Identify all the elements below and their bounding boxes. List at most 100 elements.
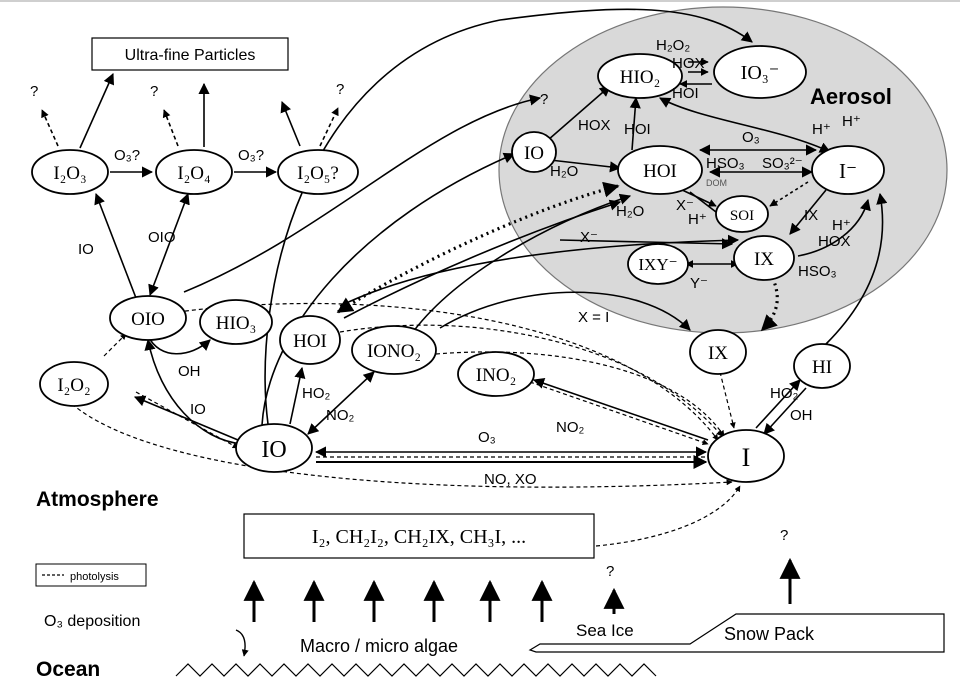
sources-box xyxy=(243,513,595,559)
a-label-o3: O₃ xyxy=(742,129,760,146)
snow-pack-label: Snow Pack xyxy=(724,624,815,644)
a-label-h2o-io: H₂O xyxy=(550,163,578,180)
node-soi xyxy=(715,195,769,233)
node-i2o3 xyxy=(31,149,109,195)
a-io-hoi xyxy=(549,159,622,173)
a-label-hoi-mid: HOI xyxy=(624,121,651,138)
ph-i2o2-i xyxy=(71,403,733,488)
a-label-xm-left: X⁻ xyxy=(580,229,598,246)
label-no-xo: NO, XO xyxy=(484,471,537,488)
a-label-ix: IX xyxy=(804,207,818,224)
label-io-side: IO xyxy=(78,241,94,258)
label-i2o2: I₂O₂ xyxy=(57,375,90,396)
a-label-ym: Y⁻ xyxy=(690,275,708,292)
label-ixy: IXY⁻ xyxy=(638,255,677,274)
node-io3m xyxy=(713,45,807,99)
label-q-snow: ? xyxy=(780,527,788,544)
a-label-hox-r: HOX xyxy=(818,233,851,250)
label-o3q2: O₃? xyxy=(238,147,264,164)
label-q2: ? xyxy=(150,83,158,100)
label-io3m: IO₃⁻ xyxy=(741,62,780,84)
arrow-oio-i2o3 xyxy=(94,192,137,299)
label-ix-aer: IX xyxy=(754,249,774,270)
label-io: IO xyxy=(261,437,286,463)
ph-hoi-i xyxy=(339,324,723,437)
arrow-io-oio xyxy=(144,338,243,445)
legend-box xyxy=(35,563,147,587)
node-oio xyxy=(109,295,187,341)
a-label-hp-low: H⁺ xyxy=(688,211,707,228)
node-ix-gas xyxy=(689,329,747,375)
a-label-hso3: HSO₃ xyxy=(706,155,745,172)
node-i2o5 xyxy=(277,149,359,195)
label-hi: HI xyxy=(812,357,832,378)
arrow-hi-im xyxy=(825,192,888,345)
a-label-hox-top: HOX xyxy=(672,55,705,72)
arrow-hi-i xyxy=(763,387,807,435)
a-ix-im xyxy=(797,198,871,257)
o3-deposition-arrow xyxy=(235,629,249,657)
label-o3-main: O₃ xyxy=(478,429,496,446)
node-iono2 xyxy=(351,325,437,375)
ultrafine-label: Ultra-fine Particles xyxy=(125,47,256,64)
emission-arrows xyxy=(243,557,801,622)
snow-pack-shape xyxy=(528,613,945,653)
arrow-io-iono2 xyxy=(307,371,375,435)
aerosol-title: Aerosol xyxy=(810,84,892,109)
label-q-ice: ? xyxy=(606,563,614,580)
label-io-aer: IO xyxy=(524,143,544,164)
node-io xyxy=(235,423,313,473)
a-label-h2o2: H₂O₂ xyxy=(656,37,690,54)
label-ino2: INO₂ xyxy=(476,365,516,386)
label-i2o5: I₂O₅? xyxy=(297,163,339,184)
label-q1: ? xyxy=(30,83,38,100)
node-hi xyxy=(793,343,851,389)
a-hoi-hio2 xyxy=(629,96,641,151)
ultrafine-box xyxy=(91,37,289,71)
arrow-i2o5-q xyxy=(319,107,339,147)
a-io-hio2 xyxy=(547,85,611,141)
atmosphere-title: Atmosphere xyxy=(36,488,159,511)
a-label-h2o-low: H₂O xyxy=(616,203,644,220)
ocean-title: Ocean xyxy=(36,658,100,681)
label-q-aer: ? xyxy=(540,91,548,108)
arrow-i-hi xyxy=(755,379,801,429)
a-im-ix xyxy=(789,189,827,235)
ph-i2o2-oio xyxy=(103,333,127,357)
a-hio2-im xyxy=(659,97,832,153)
a-x-ix xyxy=(559,238,734,250)
arrow-i-ino2 xyxy=(532,377,709,441)
ph-sources-i xyxy=(595,485,741,547)
a-label-hp2: H⁺ xyxy=(842,113,861,130)
arrow-io-i2o2 xyxy=(133,395,239,441)
a-label-dom: DOM xyxy=(706,178,727,188)
label-io-i2o2: IO xyxy=(190,401,206,418)
a-label-hso3-r: HSO₃ xyxy=(798,263,837,280)
node-hio2 xyxy=(597,53,683,99)
label-no2-ino2: NO₂ xyxy=(556,419,585,436)
a-label-xm: X⁻ xyxy=(676,197,694,214)
ph-ix-i xyxy=(719,371,736,429)
label-ix-gas: IX xyxy=(708,343,728,364)
node-io-aer xyxy=(511,131,557,173)
node-ixy xyxy=(627,243,689,285)
label-im: I⁻ xyxy=(839,159,857,183)
node-hoi-gas xyxy=(279,315,341,365)
label-iono2: IONO₂ xyxy=(367,341,421,362)
arrow-i2o5-particles xyxy=(280,100,301,147)
arrow-oio-i2o4 xyxy=(148,192,190,297)
a-label-so3: SO₃²⁻ xyxy=(762,155,803,172)
a-label-hp-r: H⁺ xyxy=(832,217,851,234)
label-hoi-aer: HOI xyxy=(643,161,677,182)
arrow-io-hoi xyxy=(289,366,306,425)
node-i2o2 xyxy=(39,361,109,407)
ph-iono2-i xyxy=(435,351,725,437)
a-label-hoi-top: HOI xyxy=(672,85,699,102)
node-ix-aer xyxy=(733,235,795,281)
node-ino2 xyxy=(457,351,535,397)
dotted-arrows xyxy=(336,181,779,332)
label-i: I xyxy=(742,443,751,472)
label-hoi-gas: HOI xyxy=(293,331,327,352)
legend-label: photolysis xyxy=(70,571,119,583)
